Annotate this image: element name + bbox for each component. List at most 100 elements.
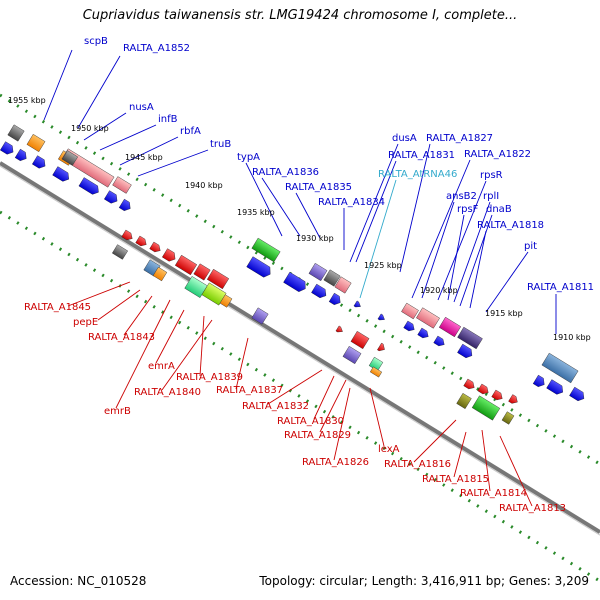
gene-feature [457,343,473,358]
gene-feature [219,294,233,308]
gene-label-bottom: RALTA_A1832 [242,401,309,412]
gene-label-bottom: lexA [378,444,400,455]
gene-label-top: rpsF [457,204,479,215]
gene-label-bottom: RALTA_A1830 [277,416,344,427]
gene-feature [104,190,118,204]
gene-feature [251,307,269,325]
gene-feature [206,268,230,290]
label-leader [199,315,205,377]
gene-label-bottom: RALTA_A1837 [216,385,283,396]
label-leader [333,387,351,461]
label-leader [83,112,127,141]
gene-label-rna: RALTA_AtRNA46 [378,169,457,180]
label-leader [119,136,179,166]
gene-feature [149,241,161,253]
label-leader [97,289,141,321]
gene-feature [569,386,585,401]
gene-label-top: infB [158,114,178,125]
label-leader [137,149,209,177]
gene-feature [135,235,147,247]
scale-tick-label: 1950 kbp [71,124,109,133]
gene-label-top: rpsR [480,170,503,181]
gene-feature [335,325,343,333]
gene-feature [463,378,475,390]
label-leader [43,49,73,121]
gene-feature [457,326,483,350]
gene-label-bottom: RALTA_A1814 [460,488,527,499]
gene-label-bottom: RALTA_A1839 [176,372,243,383]
gene-feature [401,302,419,320]
gene-label-bottom: emrA [148,361,175,372]
gene-feature [417,327,429,339]
gene-feature [546,379,563,395]
gene-label-top: rbfA [180,126,201,137]
gene-label-bottom: RALTA_A1826 [302,457,369,468]
label-leader [447,214,465,301]
gene-feature [246,256,271,278]
gene-feature [501,411,515,425]
label-leader [115,299,171,409]
label-leader [369,387,385,447]
label-leader [359,179,397,299]
gene-label-top: scpB [84,36,108,47]
scale-tick-label: 1955 kbp [8,96,46,105]
accession-text: Accession: NC_010528 [10,574,147,588]
gene-label-top: RALTA_A1818 [477,220,544,231]
scale-ruler-lower [0,210,600,583]
map-title: Cupriavidus taiwanensis str. LMG19424 ch… [82,8,518,23]
gene-feature [377,342,385,352]
gene-feature [174,254,198,276]
backbone [0,161,600,536]
gene-feature [438,316,462,338]
label-leader [261,177,301,237]
gene-label-bottom: RALTA_A1816 [384,459,451,470]
label-leader [349,143,399,263]
label-leader [267,369,323,405]
label-leader [453,201,491,303]
label-leader [245,162,283,237]
gene-label-bottom: RALTA_A1829 [284,430,351,441]
gene-feature [477,383,489,395]
label-leader [67,281,131,307]
gene-feature [251,237,281,263]
label-leader [355,160,397,263]
gene-label-bottom: RALTA_A1815 [422,474,489,485]
label-leader [453,431,467,478]
label-leader [499,435,533,507]
scale-tick-label: 1930 kbp [296,234,334,243]
scale-tick-label: 1945 kbp [125,153,163,162]
label-leader-lines [43,49,557,507]
gene-feature [193,263,211,281]
gene-feature [416,307,440,329]
gene-feature [0,141,14,155]
gene-label-bottom: RALTA_A1840 [134,387,201,398]
label-leader [411,159,471,299]
scale-tick-label: 1915 kbp [485,309,523,318]
scale-tick-label: 1910 kbp [553,333,591,342]
gene-feature [532,374,545,387]
label-leader [319,379,347,433]
gene-feature [491,389,503,401]
label-leader [295,192,321,239]
gene-feature [328,292,341,305]
label-leader [469,230,487,309]
gene-feature [471,395,501,421]
gene-label-top: RALTA_A1836 [252,167,319,178]
gene-feature [111,244,129,260]
gene-feature [342,345,362,365]
label-leader [77,55,121,129]
gene-feature [308,262,328,282]
label-leader [235,337,249,390]
gene-feature [456,392,472,410]
gene-feature [118,198,131,211]
gene-feature [78,177,99,195]
label-leader [161,319,213,391]
label-leader [123,295,153,336]
label-leader [485,251,529,313]
gene-label-bottom: RALTA_A1845 [24,302,91,313]
gene-feature [353,300,361,308]
gene-label-top: RALTA_A1831 [388,150,455,161]
gene-label-bottom: pepE [73,317,98,328]
gene-feature [112,176,132,194]
